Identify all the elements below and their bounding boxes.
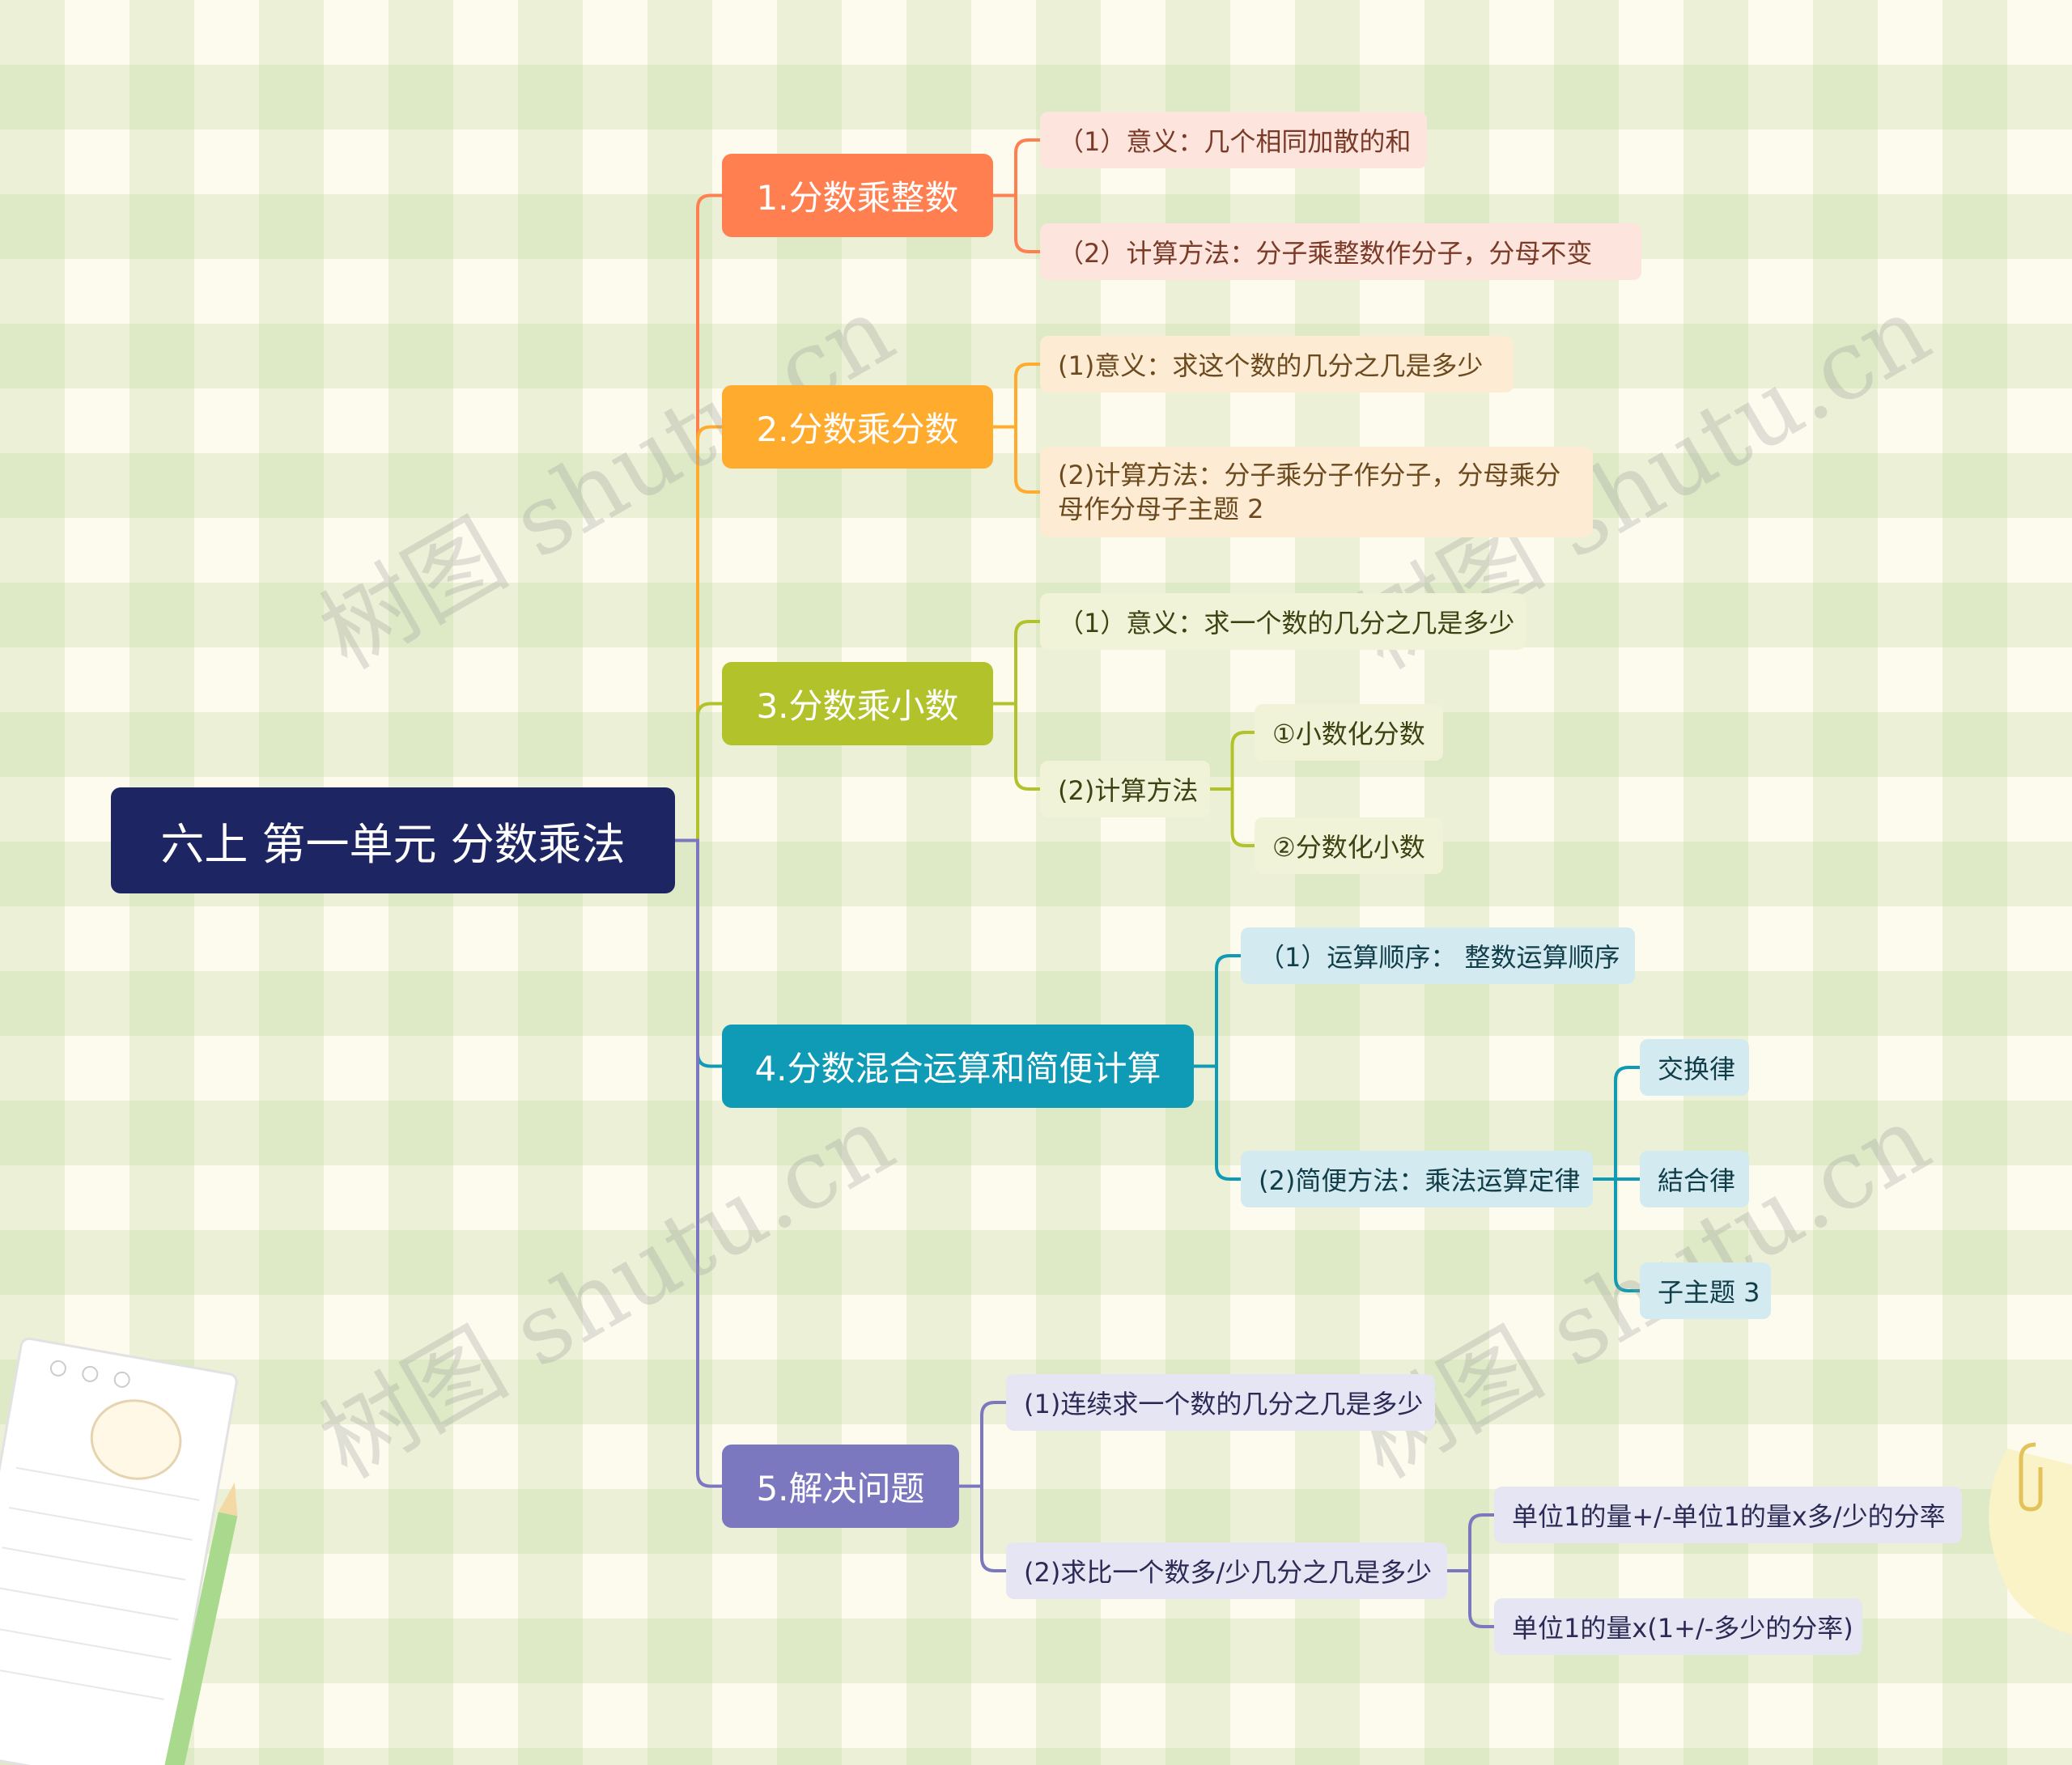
branch-2[interactable]: 2.分数乘分数: [722, 385, 993, 469]
branch-3[interactable]: 3.分数乘小数: [722, 662, 993, 745]
connector-branch-2-child-2: [993, 425, 1040, 494]
branch-4-grandchild-3[interactable]: 子主题 3: [1640, 1262, 1771, 1319]
connector-branch-3-child-1: [993, 620, 1040, 706]
connector-branch-4-child-1: [1194, 954, 1241, 1068]
root-topic[interactable]: 六上 第一单元 分数乘法: [111, 787, 675, 893]
branch-4-grandchild-1[interactable]: 交换律: [1640, 1039, 1749, 1096]
branch-4-grandchild-2[interactable]: 結合律: [1640, 1151, 1749, 1207]
connector-branch-2-child-1: [993, 363, 1040, 429]
connector-branch-1: [675, 193, 722, 842]
connector-branch-5-grandchild-2: [1447, 1569, 1494, 1628]
connector-branch-3-grandchild-2: [1210, 787, 1255, 847]
connector-branch-4-child-2: [1194, 1064, 1241, 1181]
connector-branch-4-grandchild-3: [1593, 1177, 1640, 1292]
connector-branch-1-child-1: [993, 138, 1040, 197]
connector-branch-3: [675, 702, 722, 842]
branch-5-grandchild-2[interactable]: 单位1的量x(1+/-多少的分率): [1494, 1598, 1862, 1655]
connector-branch-2: [675, 425, 722, 842]
branch-2-child-2[interactable]: (2)计算方法：分子乘分子作分子，分母乘分母作分母子主题 2: [1040, 447, 1593, 537]
connector-branch-1-child-2: [993, 193, 1040, 253]
branch-2-child-1[interactable]: (1)意义：求这个数的几分之几是多少: [1040, 336, 1514, 392]
branch-5-child-2[interactable]: (2)求比一个数多/少几分之几是多少: [1006, 1542, 1447, 1599]
branch-1[interactable]: 1.分数乘整数: [722, 154, 993, 237]
connector-branch-3-child-2: [993, 702, 1040, 791]
notebook-illustration: [0, 1337, 238, 1765]
branch-5[interactable]: 5.解决问题: [722, 1445, 959, 1528]
connector-branch-5-grandchild-1: [1447, 1513, 1494, 1572]
branch-1-child-2[interactable]: （2）计算方法：分子乘整数作分子，分母不变: [1040, 223, 1641, 280]
branch-1-child-1[interactable]: （1）意义：几个相同加散的和: [1040, 112, 1427, 168]
branch-4[interactable]: 4.分数混合运算和简便计算: [722, 1025, 1194, 1108]
branch-3-grandchild-1[interactable]: ①小数化分数: [1255, 704, 1443, 761]
branch-5-child-1[interactable]: (1)连续求一个数的几分之几是多少: [1006, 1374, 1435, 1431]
connector-branch-5-child-1: [959, 1401, 1006, 1488]
branch-3-child-1[interactable]: （1）意义：求一个数的几分之几是多少: [1040, 593, 1526, 650]
branch-5-grandchild-1[interactable]: 单位1的量+/-单位1的量x多/少的分率: [1494, 1487, 1962, 1543]
connector-branch-5-child-2: [959, 1484, 1006, 1572]
paperclip-illustration: [1989, 1442, 2072, 1635]
branch-4-child-2[interactable]: (2)简便方法：乘法运算定律: [1241, 1151, 1593, 1207]
branch-3-grandchild-2[interactable]: ②分数化小数: [1255, 817, 1443, 874]
connector-branch-3-grandchild-1: [1210, 731, 1255, 791]
branch-3-child-2[interactable]: (2)计算方法: [1040, 761, 1210, 817]
branch-4-child-1[interactable]: （1）运算顺序： 整数运算顺序: [1241, 927, 1635, 984]
connector-branch-4-grandchild-1: [1593, 1066, 1640, 1181]
connector-branch-5: [675, 838, 722, 1488]
